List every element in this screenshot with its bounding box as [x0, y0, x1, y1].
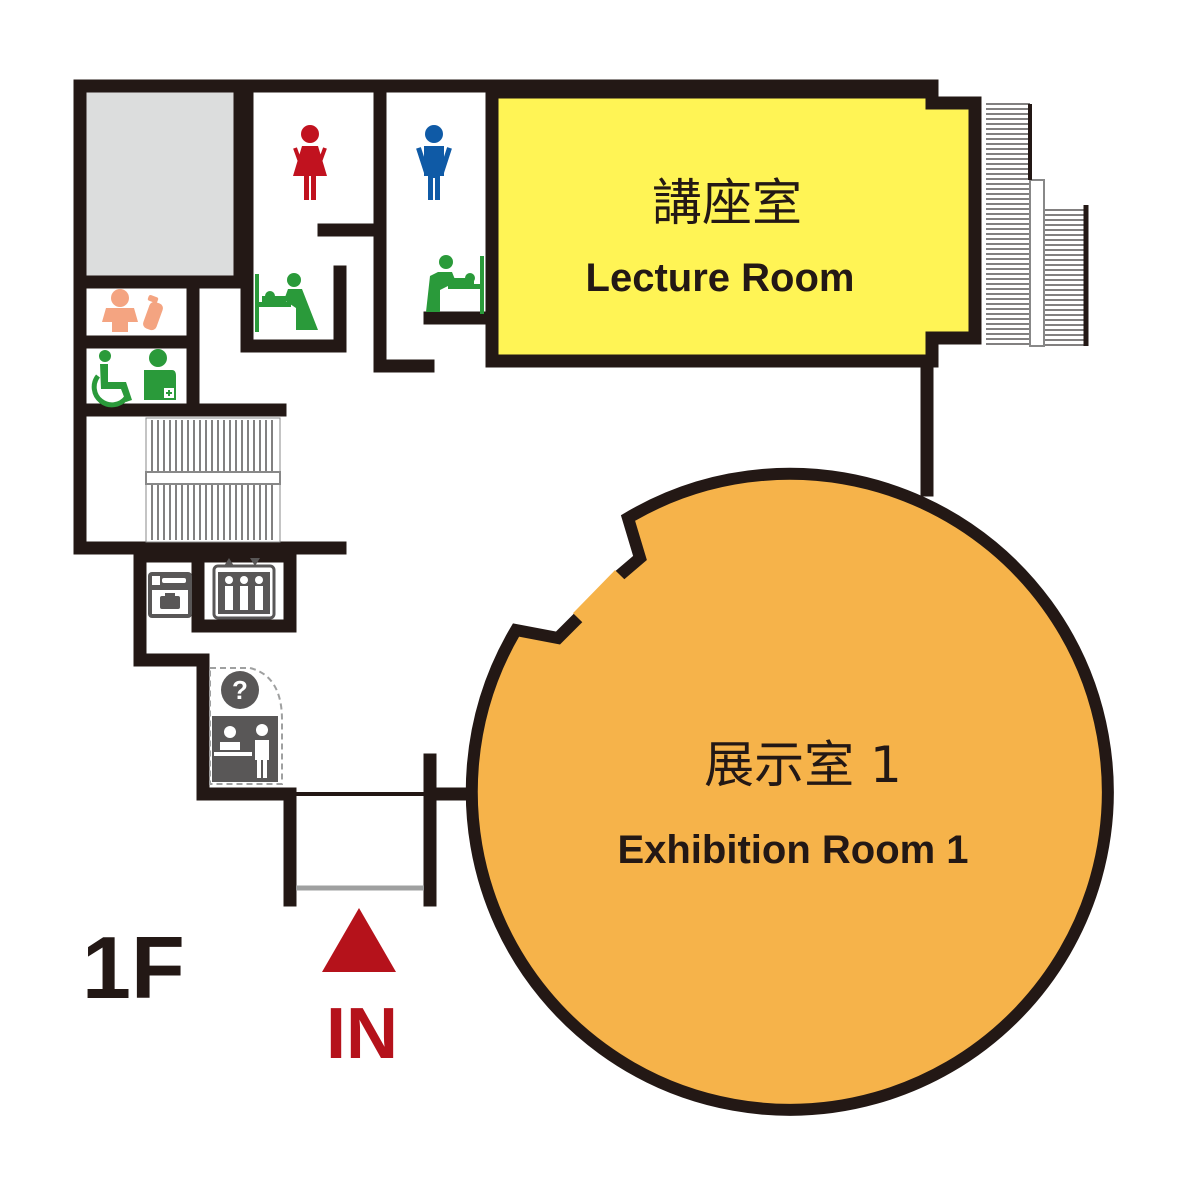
- svg-text:?: ?: [232, 675, 248, 705]
- exhibition-room-name-en: Exhibition Room 1: [617, 828, 968, 872]
- entrance-arrow-icon: [322, 908, 396, 972]
- lecture-room-name-ja: 講座室: [652, 174, 802, 232]
- interior-staircase: [145, 417, 281, 543]
- exhibition-room-name-ja: 展示室 1: [704, 736, 902, 794]
- lecture-room-name-en: Lecture Room: [586, 256, 855, 300]
- elevator-icon: [212, 558, 276, 620]
- exhibition-room-1: [465, 467, 1114, 1116]
- baby-changing-icon: [255, 273, 318, 332]
- baby-changing-icon: [426, 255, 484, 314]
- womens-restroom-icon: [293, 125, 327, 200]
- mens-restroom-icon: [416, 125, 452, 200]
- walls: [73, 79, 939, 907]
- information-desk-icon: ?: [209, 667, 283, 785]
- lecture-room: [485, 85, 982, 368]
- entrance-label: IN: [326, 994, 398, 1074]
- exhibition-doorway: [572, 570, 626, 623]
- floor-label: 1F: [82, 918, 185, 1017]
- storage-room: [86, 90, 240, 276]
- east-staircase: [986, 103, 1089, 347]
- accessible-restroom-icon: [91, 349, 176, 408]
- nursing-room-icon: [102, 289, 163, 332]
- coin-locker-icon: [148, 572, 192, 618]
